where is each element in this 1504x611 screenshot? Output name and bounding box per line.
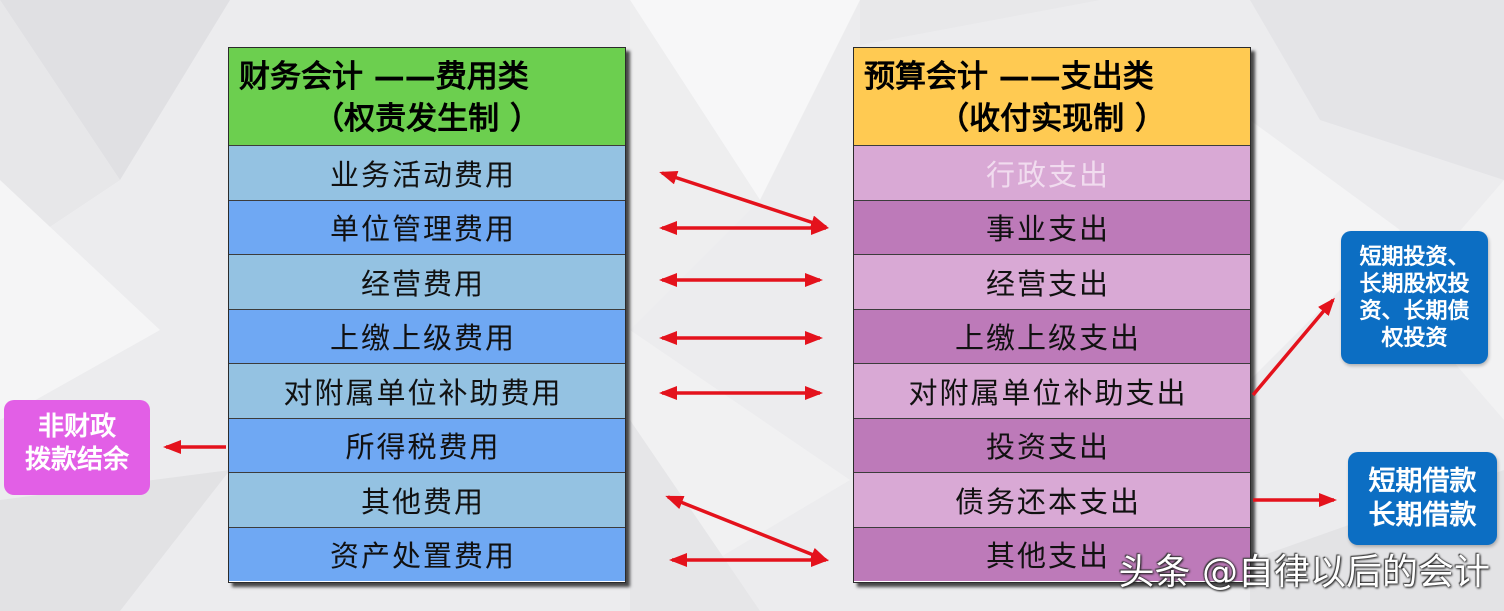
budget-accounting-table: 预算会计 ——支出类 （收付实现制 ） 行政支出 事业支出 经营支出 上缴上级支…: [853, 47, 1251, 583]
background-facet: [0, 470, 230, 611]
expense-row-other: 其他费用: [229, 472, 625, 527]
accrual-basis-label: （权责发生制 ）: [313, 101, 541, 137]
background-facet: [1250, 0, 1504, 180]
investments-line: 权投资: [1381, 325, 1448, 351]
expense-row-remittance-to-superior: 上缴上级费用: [229, 308, 625, 363]
non-fiscal-surplus-box: 非财政 拨款结余: [4, 400, 150, 495]
expense-row-unit-management: 单位管理费用: [229, 199, 625, 254]
investments-line: 资、长期债: [1359, 298, 1470, 324]
expenditure-row-other: 其他支出: [854, 526, 1250, 581]
budget-accounting-title: 预算会计 ——支出类: [864, 59, 1154, 95]
investments-box: 短期投资、 长期股权投 资、长期债 权投资: [1341, 231, 1488, 364]
background-facet: [630, 0, 760, 330]
expenditure-row-debt-repayment: 债务还本支出: [854, 472, 1250, 527]
background-facet: [860, 0, 1100, 45]
financial-accounting-table: 财务会计 ——费用类 （权责发生制 ） 业务活动费用 单位管理费用 经营费用 上…: [228, 47, 626, 583]
background-facet: [0, 180, 160, 420]
watermark-text: 头条 @自律以后的会计: [1118, 552, 1490, 593]
loans-line: 短期借款: [1368, 465, 1477, 497]
expenditure-row-subsidy-to-subsidiaries: 对附属单位补助支出: [854, 363, 1250, 418]
expenditure-row-remittance-to-superior: 上缴上级支出: [854, 308, 1250, 363]
investments-line: 长期股权投: [1359, 271, 1470, 297]
loans-line: 长期借款: [1368, 499, 1477, 531]
expense-row-operating: 经营费用: [229, 254, 625, 309]
expenditure-row-undertaking: 事业支出: [854, 199, 1250, 254]
loans-box: 短期借款 长期借款: [1348, 452, 1497, 545]
expense-row-business-activity: 业务活动费用: [229, 145, 625, 200]
background-facet: [0, 0, 120, 260]
cash-basis-label: （收付实现制 ）: [938, 101, 1166, 137]
investments-line: 短期投资、: [1359, 244, 1470, 270]
background-facet: [630, 0, 860, 200]
expense-row-income-tax: 所得税费用: [229, 417, 625, 472]
background-facet: [0, 0, 230, 180]
expenditure-row-investment: 投资支出: [854, 417, 1250, 472]
expense-row-asset-disposal: 资产处置费用: [229, 526, 625, 581]
budget-accounting-header: 预算会计 ——支出类 （收付实现制 ）: [854, 48, 1250, 145]
non-fiscal-surplus-line: 非财政: [37, 411, 116, 442]
financial-accounting-header: 财务会计 ——费用类 （权责发生制 ）: [229, 48, 625, 145]
expense-row-subsidy-to-subsidiaries: 对附属单位补助费用: [229, 363, 625, 418]
expenditure-row-administrative: 行政支出: [854, 145, 1250, 200]
financial-accounting-title: 财务会计 ——费用类: [239, 59, 529, 95]
non-fiscal-surplus-line: 拨款结余: [24, 444, 129, 475]
expenditure-row-operating: 经营支出: [854, 254, 1250, 309]
